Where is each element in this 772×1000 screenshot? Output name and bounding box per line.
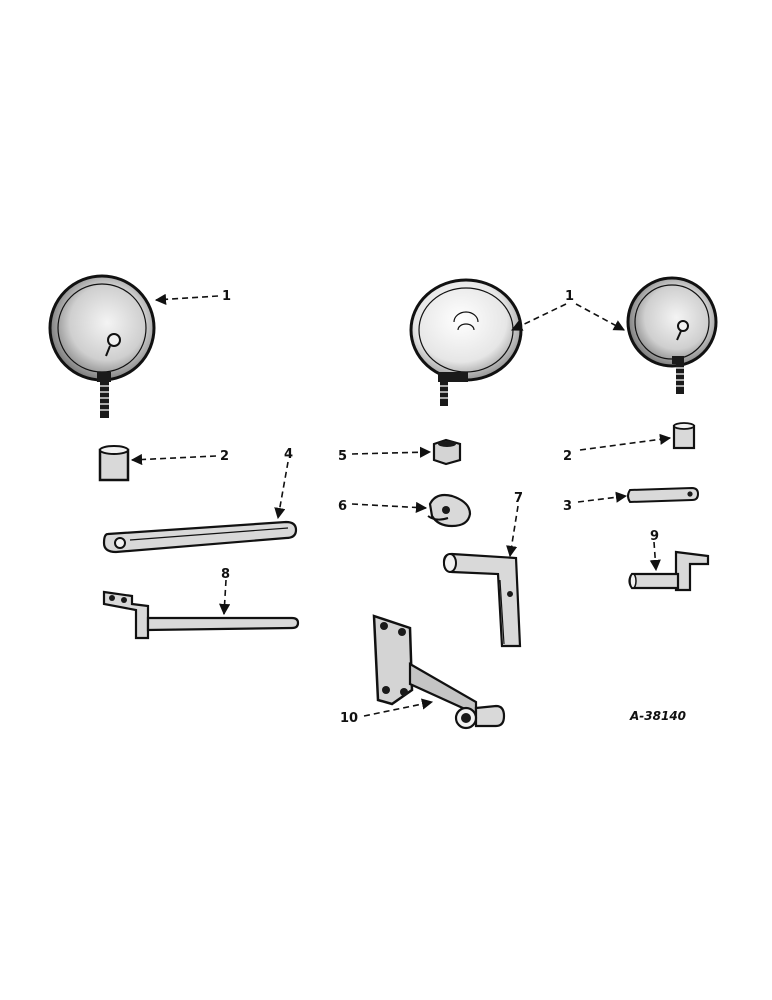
- nut-5: [432, 438, 462, 466]
- leader-1-right: [575, 303, 625, 331]
- figure-id: A-38140: [629, 709, 686, 723]
- callout-6: 6: [338, 499, 347, 514]
- callout-2-left: 2: [220, 449, 229, 464]
- callout-9: 9: [650, 529, 659, 544]
- leader-8: [219, 579, 231, 616]
- lamp-left: [48, 274, 156, 418]
- lamp-right-stud: [676, 362, 684, 394]
- leader-2-left: [130, 453, 217, 466]
- callout-3: 3: [563, 499, 572, 514]
- lamp-center-stud: [440, 380, 448, 406]
- clip-6: [427, 493, 472, 528]
- lamp-right: [626, 276, 718, 394]
- leader-3: [577, 491, 628, 503]
- leader-lines: [130, 293, 672, 717]
- callout-8: 8: [221, 567, 230, 582]
- callout-10: 10: [340, 711, 358, 726]
- leader-1-left: [154, 293, 219, 305]
- leader-10: [363, 698, 434, 717]
- leader-4: [274, 461, 289, 520]
- leader-6: [351, 501, 428, 514]
- spacer-left: [98, 445, 130, 482]
- arm-4: [102, 520, 298, 554]
- leader-9: [649, 541, 661, 572]
- bracket-10: [372, 614, 506, 730]
- callout-4: 4: [284, 447, 293, 462]
- leader-2-right: [579, 433, 672, 451]
- leader-7: [506, 505, 519, 558]
- callout-7: 7: [514, 491, 523, 506]
- callouts: 1 1 2 2 3 4 5 6 7 8 9 10 A-38140: [220, 289, 686, 726]
- spacer-right: [672, 422, 696, 450]
- callout-1-right: 1: [565, 289, 574, 304]
- lamp-left-stud: [100, 380, 109, 418]
- bracket-9: [628, 550, 710, 592]
- rod-3: [627, 486, 700, 504]
- lamp-center: [409, 278, 523, 406]
- bracket-7: [442, 552, 522, 648]
- leader-5: [351, 446, 432, 458]
- callout-2-right: 2: [563, 449, 572, 464]
- callout-5: 5: [338, 449, 347, 464]
- callout-1-left: 1: [222, 289, 231, 304]
- bracket-8: [102, 590, 300, 640]
